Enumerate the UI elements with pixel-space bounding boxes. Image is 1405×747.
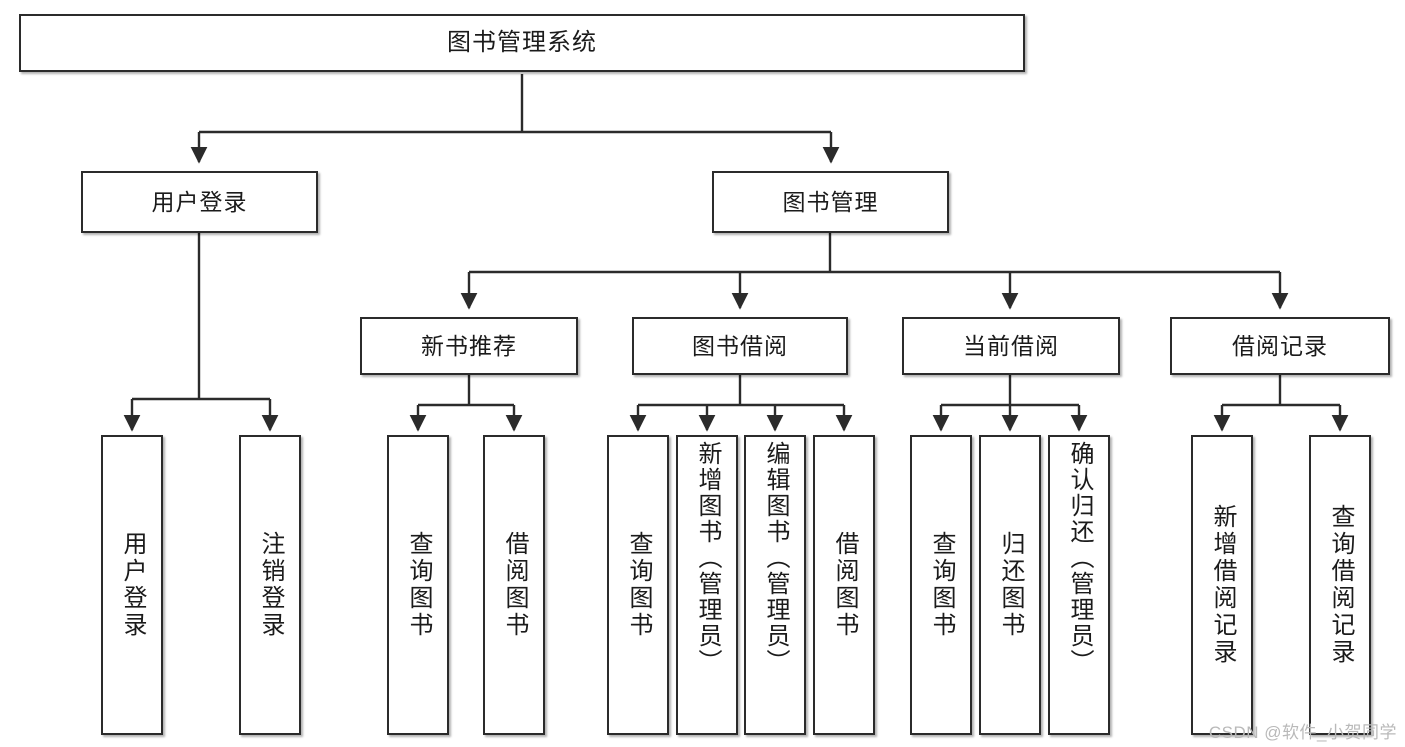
node-label: 查询借阅记录 — [1327, 504, 1354, 666]
node-label: 图书管理 — [782, 188, 879, 215]
leaf-book-borrow-edit[interactable]: 编辑图书（管理员） — [744, 435, 806, 735]
leaf-user-login-login[interactable]: 用户登录 — [101, 435, 163, 735]
node-label: 用户登录 — [119, 531, 146, 639]
node-root-system[interactable]: 图书管理系统 — [19, 14, 1025, 72]
node-borrow-record[interactable]: 借阅记录 — [1170, 317, 1390, 375]
leaf-new-book-query[interactable]: 查询图书 — [387, 435, 449, 735]
leaf-book-borrow-add[interactable]: 新增图书（管理员） — [676, 435, 738, 735]
leaf-current-borrow-return[interactable]: 归还图书 — [979, 435, 1041, 735]
node-book-management[interactable]: 图书管理 — [712, 171, 949, 233]
node-label: 借阅图书 — [831, 531, 858, 639]
node-label: 新增图书（管理员） — [694, 441, 721, 675]
node-label: 用户登录 — [151, 188, 248, 215]
node-label: 注销登录 — [257, 531, 284, 639]
leaf-book-borrow-query[interactable]: 查询图书 — [607, 435, 669, 735]
node-label: 归还图书 — [997, 531, 1024, 639]
node-label: 借阅图书 — [501, 531, 528, 639]
node-user-login[interactable]: 用户登录 — [81, 171, 318, 233]
leaf-current-borrow-confirm-return[interactable]: 确认归还（管理员） — [1048, 435, 1110, 735]
leaf-borrow-record-add[interactable]: 新增借阅记录 — [1191, 435, 1253, 735]
leaf-book-borrow-borrow[interactable]: 借阅图书 — [813, 435, 875, 735]
node-label: 查询图书 — [625, 531, 652, 639]
leaf-current-borrow-query[interactable]: 查询图书 — [910, 435, 972, 735]
node-label: 图书借阅 — [692, 332, 788, 359]
node-label: 图书管理系统 — [447, 29, 597, 57]
node-label: 借阅记录 — [1232, 332, 1328, 359]
leaf-user-login-logout[interactable]: 注销登录 — [239, 435, 301, 735]
node-new-book-recommend[interactable]: 新书推荐 — [360, 317, 578, 375]
watermark-text: CSDN @软件_小贺同学 — [1208, 723, 1397, 742]
node-label: 编辑图书（管理员） — [762, 441, 789, 675]
node-book-borrow[interactable]: 图书借阅 — [632, 317, 848, 375]
node-label: 查询图书 — [405, 531, 432, 639]
node-label: 新增借阅记录 — [1209, 504, 1236, 666]
leaf-new-book-borrow[interactable]: 借阅图书 — [483, 435, 545, 735]
leaf-borrow-record-query[interactable]: 查询借阅记录 — [1309, 435, 1371, 735]
node-current-borrow[interactable]: 当前借阅 — [902, 317, 1120, 375]
node-label: 确认归还（管理员） — [1066, 441, 1093, 675]
node-label: 查询图书 — [928, 531, 955, 639]
node-label: 当前借阅 — [963, 332, 1059, 359]
node-label: 新书推荐 — [421, 332, 517, 359]
